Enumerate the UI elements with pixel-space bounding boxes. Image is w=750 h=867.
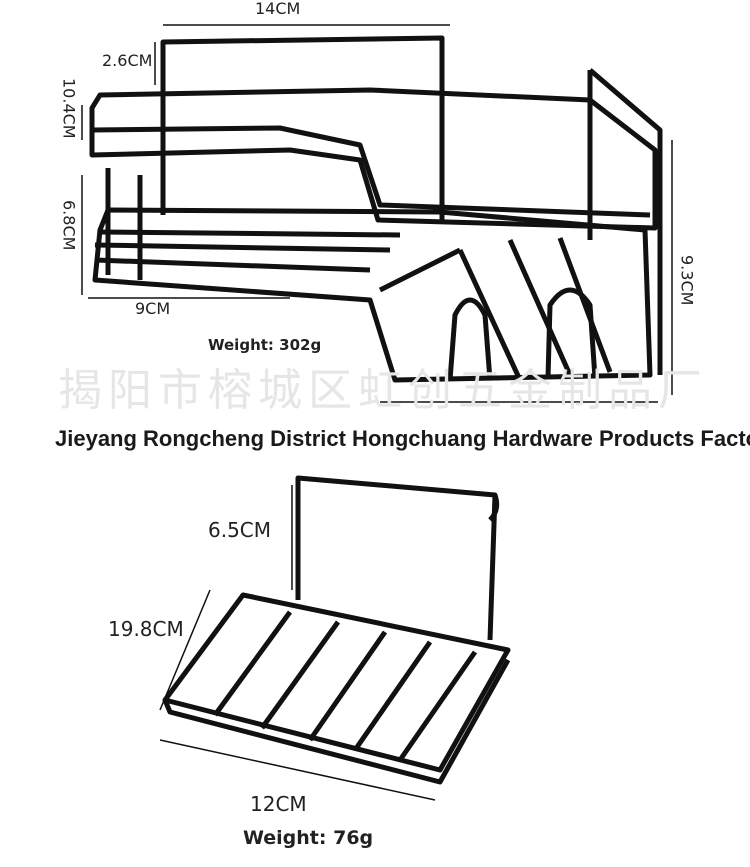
dim-right-height: 9.3CM	[677, 255, 697, 306]
soap-rack	[162, 475, 511, 785]
dim-hook-height: 6.5CM	[208, 518, 272, 542]
dim-depth-top: 2.6CM	[102, 51, 153, 70]
weight-soap-rack: Weight: 76g	[243, 827, 374, 849]
watermark: 揭阳市榕城区虹创五金制品厂	[58, 366, 708, 415]
dim-bottom-width: 9CM	[135, 299, 171, 318]
dim-width-top: 14CM	[255, 0, 301, 18]
weight-shelf: Weight: 302g	[208, 336, 322, 354]
dim-depth: 19.8CM	[108, 617, 184, 641]
dim-height-back: 10.4CM	[59, 78, 79, 139]
dim-width: 12CM	[250, 792, 307, 816]
factory-name: Jieyang Rongcheng District Hongchuang Ha…	[55, 426, 750, 451]
corner-shelf	[89, 35, 663, 383]
dimension-lines	[81, 24, 673, 801]
dim-height-side: 6.8CM	[59, 200, 79, 251]
